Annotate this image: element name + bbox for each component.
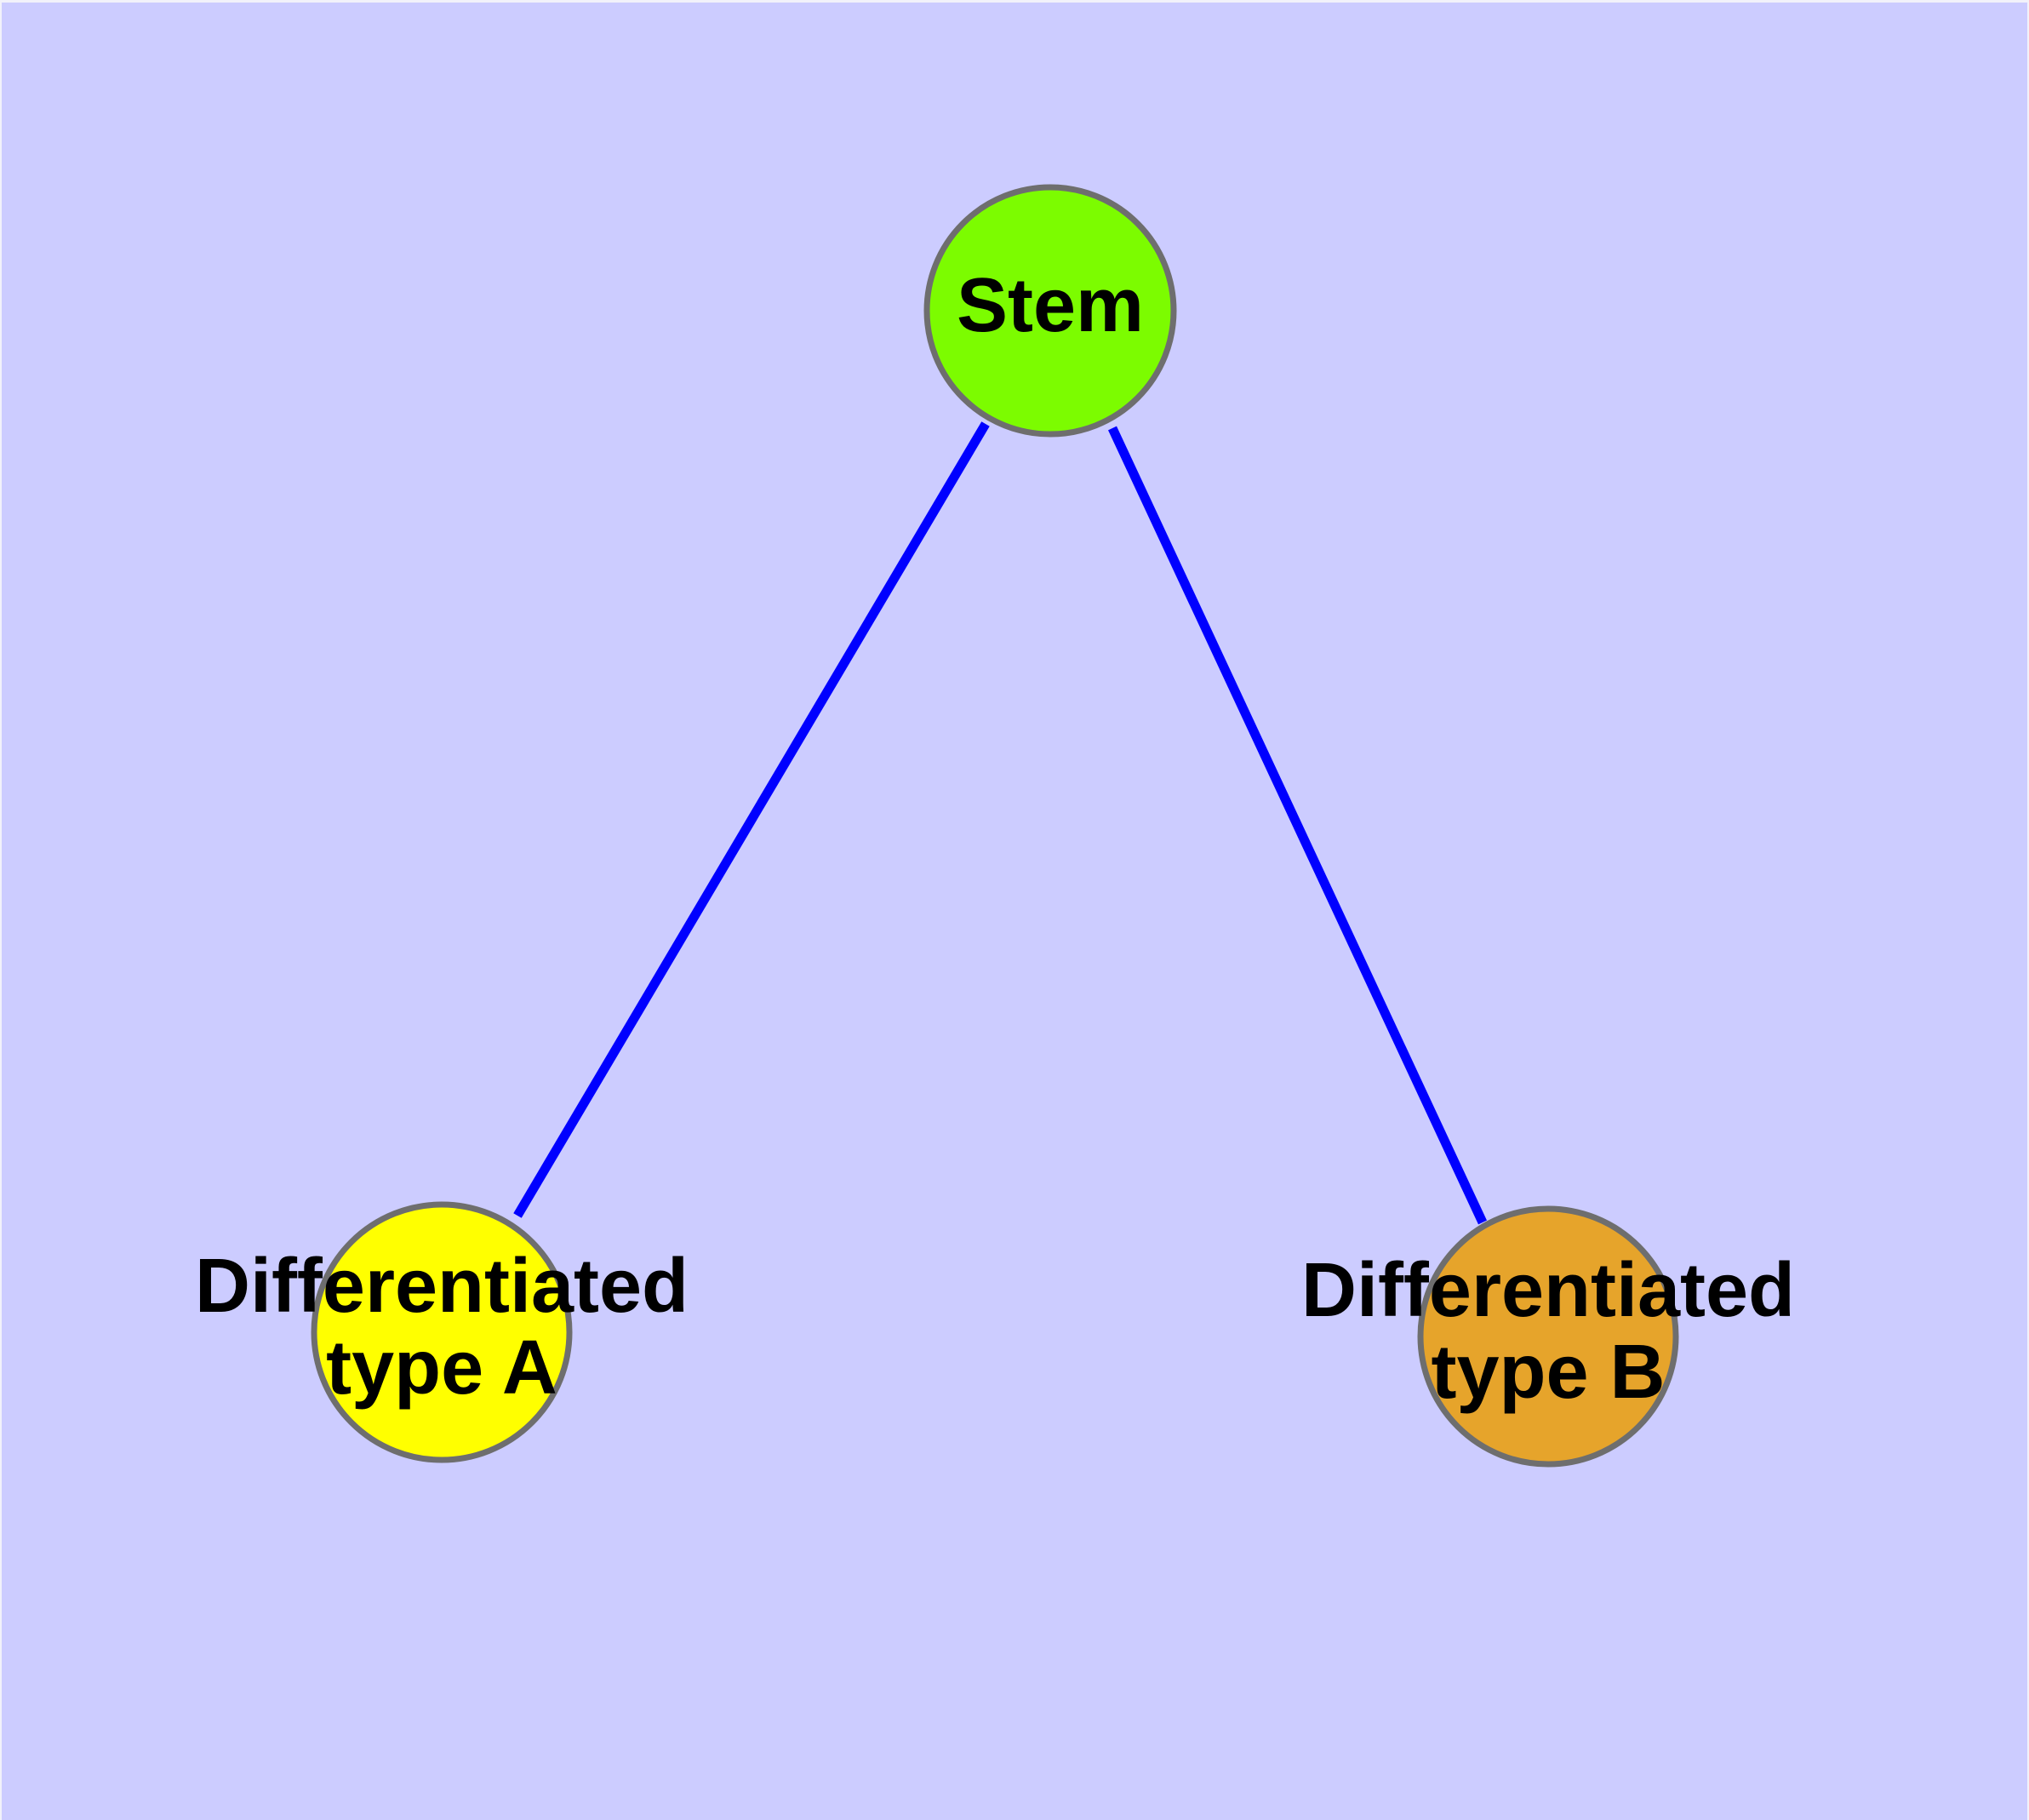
- node-stem[interactable]: [923, 184, 1177, 438]
- node-label-line: type B: [1431, 1330, 1665, 1415]
- node-differentiated-type-b-circle[interactable]: [1417, 1205, 1679, 1468]
- node-differentiated-type-a[interactable]: [311, 1201, 573, 1463]
- node-label-line: Differentiated: [195, 1244, 689, 1329]
- node-stem-circle[interactable]: [923, 184, 1177, 438]
- node-label-line: type A: [326, 1325, 557, 1411]
- edge-stem-to-differentiated-type-b[interactable]: [1108, 426, 1487, 1225]
- node-label-line: Differentiated: [1301, 1248, 1795, 1333]
- node-label-line: Stem: [957, 263, 1144, 348]
- nodes-layer: [311, 184, 1679, 1468]
- node-stem-label: Stem: [957, 263, 1144, 348]
- node-differentiated-type-b[interactable]: [1417, 1205, 1679, 1468]
- edge-stem-to-differentiated-type-a[interactable]: [513, 421, 990, 1218]
- node-differentiated-type-a-circle[interactable]: [311, 1201, 573, 1463]
- edges-layer: [513, 421, 1487, 1225]
